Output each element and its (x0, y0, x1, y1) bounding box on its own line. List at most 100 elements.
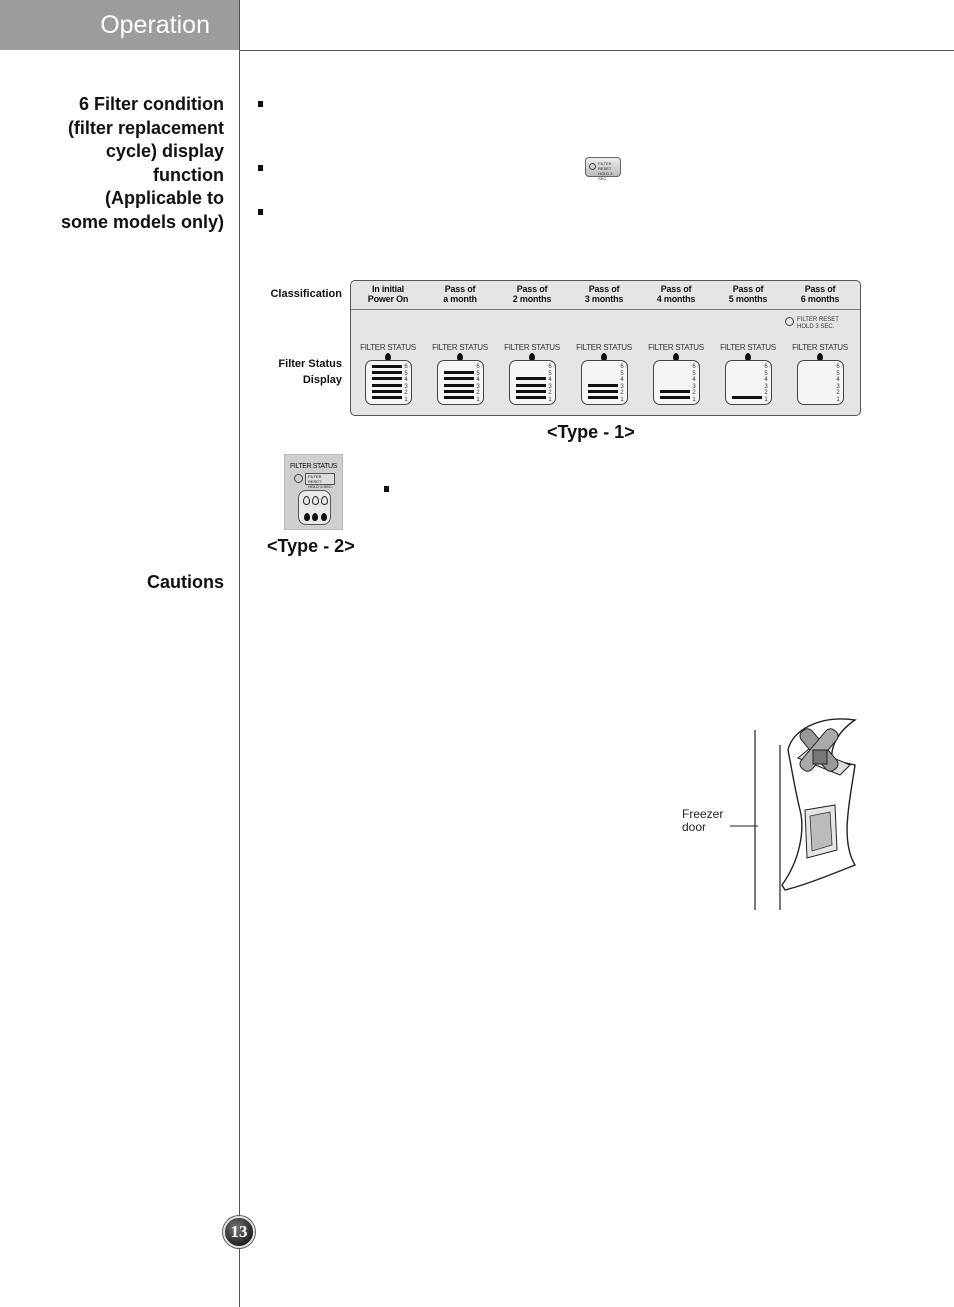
gauge-level-number: 4 (404, 377, 408, 383)
type2-caption: <Type - 2> (267, 536, 355, 556)
gauge-level-bar (372, 389, 402, 393)
gauge-level-number: 3 (764, 383, 768, 390)
filter-status-display-type2: FILTER STATUS FILTER RESET HOLD 3 SEC. (284, 454, 343, 530)
panel-divider (351, 309, 860, 310)
gauge-level-number: 6 (836, 364, 840, 370)
gauge-level-bar (444, 389, 474, 393)
water-drop-gauge (298, 490, 331, 525)
filter-reset-button: FILTER RESET HOLD 3 SEC. (305, 473, 335, 489)
gauge-level-bar (444, 383, 474, 387)
filter-status-label: FILTER STATUS (360, 343, 416, 352)
gauge-level-number: 2 (620, 390, 624, 396)
water-drop-icon (385, 353, 391, 361)
filter-status-label: FILTER STATUS (432, 343, 488, 352)
drop-filled-icon (312, 513, 318, 521)
gauge-level-number: 5 (476, 370, 480, 377)
gauge-level-number: 5 (764, 370, 768, 377)
water-drop-icon (817, 353, 823, 361)
gauge-level-bar (516, 383, 546, 387)
gauge-level-bar (660, 389, 690, 393)
gauge-level-number: 6 (548, 364, 552, 370)
filter-reset-button-icon: FILTER RESET HOLD 3 SEC. (585, 157, 621, 181)
gauge-level-number: 4 (548, 377, 552, 383)
gauge-level-number: 6 (620, 364, 624, 370)
gauge-level-number: 3 (404, 383, 408, 390)
gauge-level-bar (444, 396, 474, 399)
filter-reset-icon (294, 474, 303, 483)
header-rule (240, 50, 954, 51)
filter-status-label: FILTER STATUS (576, 343, 632, 352)
gauge-level-number: 6 (476, 364, 480, 370)
gauge-level-bar (516, 377, 546, 381)
gauge-level-number: 1 (764, 396, 768, 403)
gauge-level-bar (660, 396, 690, 399)
drop-outline-icon (303, 496, 310, 505)
gauge-level-bar (372, 383, 402, 387)
filter-reset-icon (785, 317, 794, 326)
gauge-level-number: 5 (692, 370, 696, 377)
gauge-level-number: 1 (692, 396, 696, 403)
drop-outline-icon (312, 496, 319, 505)
section-title: Operation (100, 10, 210, 39)
gauge-level-number: 1 (476, 396, 480, 403)
margin-rule (239, 0, 240, 1307)
gauge-level-number: 3 (836, 383, 840, 390)
water-drop-icon (601, 353, 607, 361)
water-drop-icon (745, 353, 751, 361)
filter-status-label: FILTER STATUS (504, 343, 560, 352)
gauge-level-bar (372, 365, 402, 368)
cautions-heading: Cautions (146, 572, 224, 592)
gauge-level-bar (588, 389, 618, 393)
gauge-level-number: 4 (476, 377, 480, 383)
gauge-level-number: 6 (692, 364, 696, 370)
gauge-level-bar (444, 371, 474, 375)
gauge-level-bar (732, 396, 762, 399)
gauge-level-number: 4 (764, 377, 768, 383)
ring-icon (589, 163, 596, 170)
gauge-level-number: 4 (620, 377, 624, 383)
classification-label: Classification (270, 288, 342, 300)
filter-condition-heading: 6 Filter condition (filter replacement c… (60, 94, 224, 232)
freezer-door-label: Freezer door (682, 807, 724, 834)
page-number-badge: 13 (223, 1216, 255, 1248)
gauge-level-bar (588, 396, 618, 399)
section-tab: Operation (0, 0, 240, 50)
water-drop-icon (673, 353, 679, 361)
drop-filled-icon (304, 513, 310, 521)
gauge-level-number: 4 (692, 377, 696, 383)
gauge-level-number: 1 (404, 396, 408, 403)
gauge-level-number: 2 (764, 390, 768, 396)
gauge-level-bar (372, 371, 402, 375)
bullet-point (258, 101, 263, 107)
gauge-level-number: 2 (836, 390, 840, 396)
gauge-level-number: 6 (404, 364, 408, 370)
gauge-level-number: 2 (548, 390, 552, 396)
filter-status-label: FILTER STATUS (720, 343, 776, 352)
gauge-level-number: 5 (836, 370, 840, 377)
gauge-level-number: 1 (548, 396, 552, 403)
gauge-level-bar (444, 377, 474, 381)
freezer-door-illustration (730, 718, 857, 910)
gauge-level-number: 3 (476, 383, 480, 390)
gauge-level-number: 5 (404, 370, 408, 377)
gauge-level-number: 6 (764, 364, 768, 370)
gauge-level-number: 3 (620, 383, 624, 390)
